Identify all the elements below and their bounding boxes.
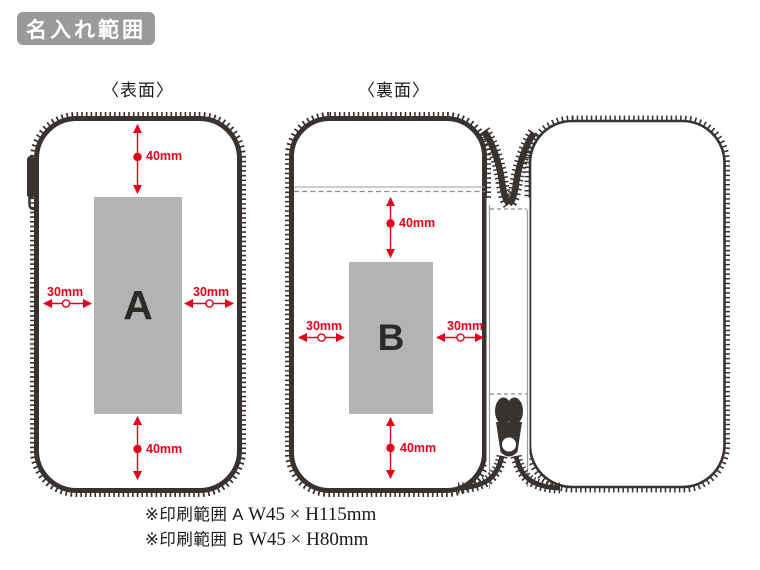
- back-dim-left: 30mm: [306, 319, 343, 333]
- print-range-note-b: ※印刷範囲 B W45 × H80mm: [145, 526, 368, 551]
- back-right-dim-circle: [456, 333, 465, 342]
- zipper-open-v: [478, 127, 540, 209]
- note-b-prefix: ※印刷範囲 B: [145, 531, 249, 549]
- back-case: [285, 112, 730, 497]
- print-area-b-label: B: [377, 317, 405, 358]
- print-range-note-a: ※印刷範囲 A W45 × H115mm: [145, 501, 376, 526]
- front-top-dim-dot: [133, 152, 142, 162]
- back-top-dim-dot: [386, 219, 395, 228]
- front-dim-bottom: 40mm: [146, 442, 183, 456]
- print-area-a-label: A: [123, 282, 153, 328]
- front-dim-top: 40mm: [146, 149, 183, 163]
- back-dim-bottom: 40mm: [400, 441, 437, 455]
- front-dim-right: 30mm: [193, 285, 230, 299]
- note-a-prefix: ※印刷範囲 A: [145, 506, 249, 524]
- note-a-dimensions: W45 × H115mm: [248, 504, 377, 525]
- front-left-dim-circle: [61, 299, 71, 308]
- back-dim-right: 30mm: [447, 319, 484, 333]
- front-right-dim-circle: [205, 299, 214, 308]
- front-case: [27, 112, 246, 497]
- back-left-dim-circle: [317, 333, 326, 342]
- zipper-slider-icon: [495, 397, 523, 457]
- print-area-b: [349, 262, 433, 414]
- back-view-title: 〈裏面〉: [358, 81, 430, 100]
- back-bottom-dim-dot: [386, 443, 395, 453]
- zipper-pull-icon: [27, 156, 39, 211]
- print-area-a: [94, 197, 182, 414]
- back-right-panel-outline: [528, 119, 726, 489]
- front-dim-left: 30mm: [47, 285, 84, 299]
- front-bottom-dim-dot: [133, 444, 142, 454]
- front-view-title: 〈表面〉: [102, 81, 174, 100]
- header-badge: 名入れ範囲: [17, 12, 155, 45]
- note-b-dimensions: W45 × H80mm: [249, 529, 369, 550]
- zipper-bottom-tapes: [457, 454, 561, 494]
- back-dim-top: 40mm: [399, 216, 436, 230]
